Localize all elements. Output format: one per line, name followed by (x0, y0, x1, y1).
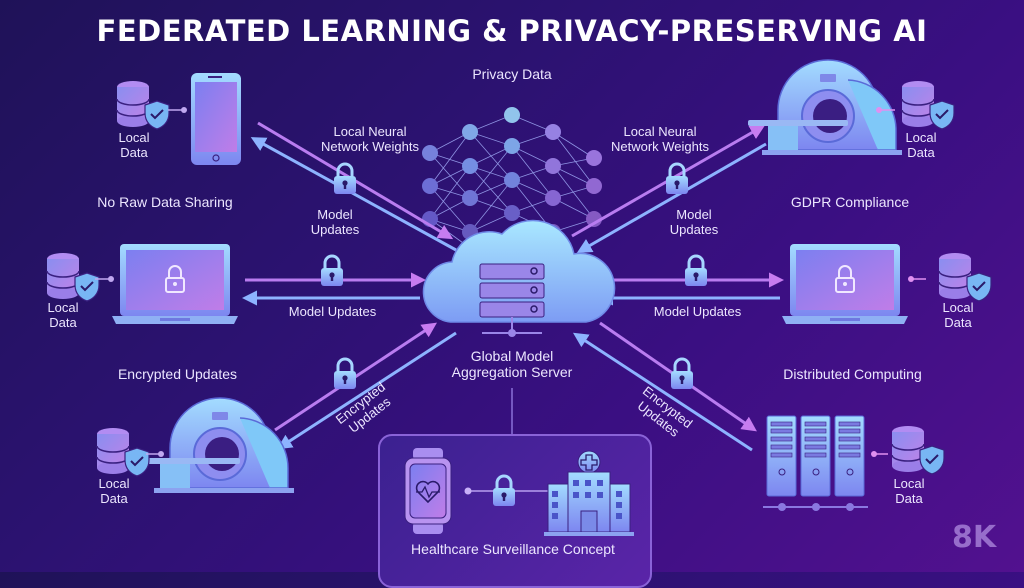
arrow-label-line: Network Weights (610, 139, 709, 154)
local-data-label-line1: Local (942, 300, 974, 315)
caption-distributed-computing: Distributed Computing (783, 366, 922, 382)
privacy-data-label: Privacy Data (472, 66, 552, 82)
local-data-label-line2: Data (895, 491, 923, 506)
diagram-canvas (46, 59, 992, 511)
local-data-label-line1: Local (98, 476, 130, 491)
arrow-top-right-in (576, 142, 767, 253)
server-label-line2: Aggregation Server (451, 364, 573, 380)
local-data-label-line2: Data (49, 315, 77, 330)
server-label: Global Model Aggregation Server (432, 348, 592, 380)
arrow-label-line: Model (317, 207, 353, 222)
arrow-label-line: Local Neural (333, 124, 407, 139)
local-data-label-line2: Data (907, 145, 935, 160)
arrow-top-left-out (250, 137, 457, 252)
lock-icon (683, 254, 709, 288)
lock-icon (491, 474, 517, 508)
mri-scanner-icon (139, 397, 295, 494)
smartphone-icon (191, 73, 241, 165)
local-data-label-line2: Data (100, 491, 128, 506)
caption-no-raw-data-sharing: No Raw Data Sharing (97, 194, 233, 210)
arrow-label-line: Updates (310, 222, 360, 237)
arrow-label-line: Local Neural (623, 124, 697, 139)
healthcare-concept-panel: Healthcare Surveillance Concept (378, 434, 652, 588)
database-shield-icon (46, 252, 100, 302)
lock-icon (664, 162, 690, 196)
lock-icon (669, 357, 695, 391)
local-data-label-line1: Local (893, 476, 925, 491)
page-title: FEDERATED LEARNING & PRIVACY-PRESERVING … (96, 14, 928, 48)
local-data-label-line2: Data (944, 315, 972, 330)
lock-icon (319, 254, 345, 288)
lock-icon (332, 357, 358, 391)
laptop-icon (111, 243, 239, 325)
healthcare-caption: Healthcare Surveillance Concept (411, 541, 615, 557)
caption-encrypted-updates: Encrypted Updates (117, 366, 238, 382)
caption-gdpr-compliance: GDPR Compliance (790, 194, 910, 210)
database-shield-icon (891, 425, 945, 475)
arrow-label-mid-left: Model Updates (288, 304, 377, 319)
database-shield-icon (96, 427, 150, 477)
arrow-label-mid-right: Model Updates (653, 304, 742, 319)
healthcare-icons (404, 448, 634, 536)
laptop-icon (781, 243, 909, 325)
cloud-server-icon (422, 219, 616, 337)
arrow-bottom-left-out (276, 331, 457, 450)
database-shield-icon (938, 252, 992, 302)
local-data-label-line1: Local (118, 130, 150, 145)
local-data-label-line1: Local (905, 130, 937, 145)
server-label-line1: Global Model (470, 348, 554, 364)
database-shield-icon (116, 80, 170, 130)
lock-icon (332, 162, 358, 196)
local-data-label-line1: Local (47, 300, 79, 315)
watermark-logo: 8K (952, 520, 997, 555)
server-rack-icon (763, 415, 868, 511)
database-shield-icon (901, 80, 955, 130)
arrow-label-line: Network Weights (320, 139, 419, 154)
arrow-label-line: Updates (669, 222, 719, 237)
arrow-bottom-right-in (572, 332, 753, 452)
local-data-label-line2: Data (120, 145, 148, 160)
hospital-icon (544, 450, 634, 536)
neural-network-icon (422, 107, 602, 249)
arrow-label-line: Model (676, 207, 712, 222)
smartwatch-icon (404, 448, 452, 534)
